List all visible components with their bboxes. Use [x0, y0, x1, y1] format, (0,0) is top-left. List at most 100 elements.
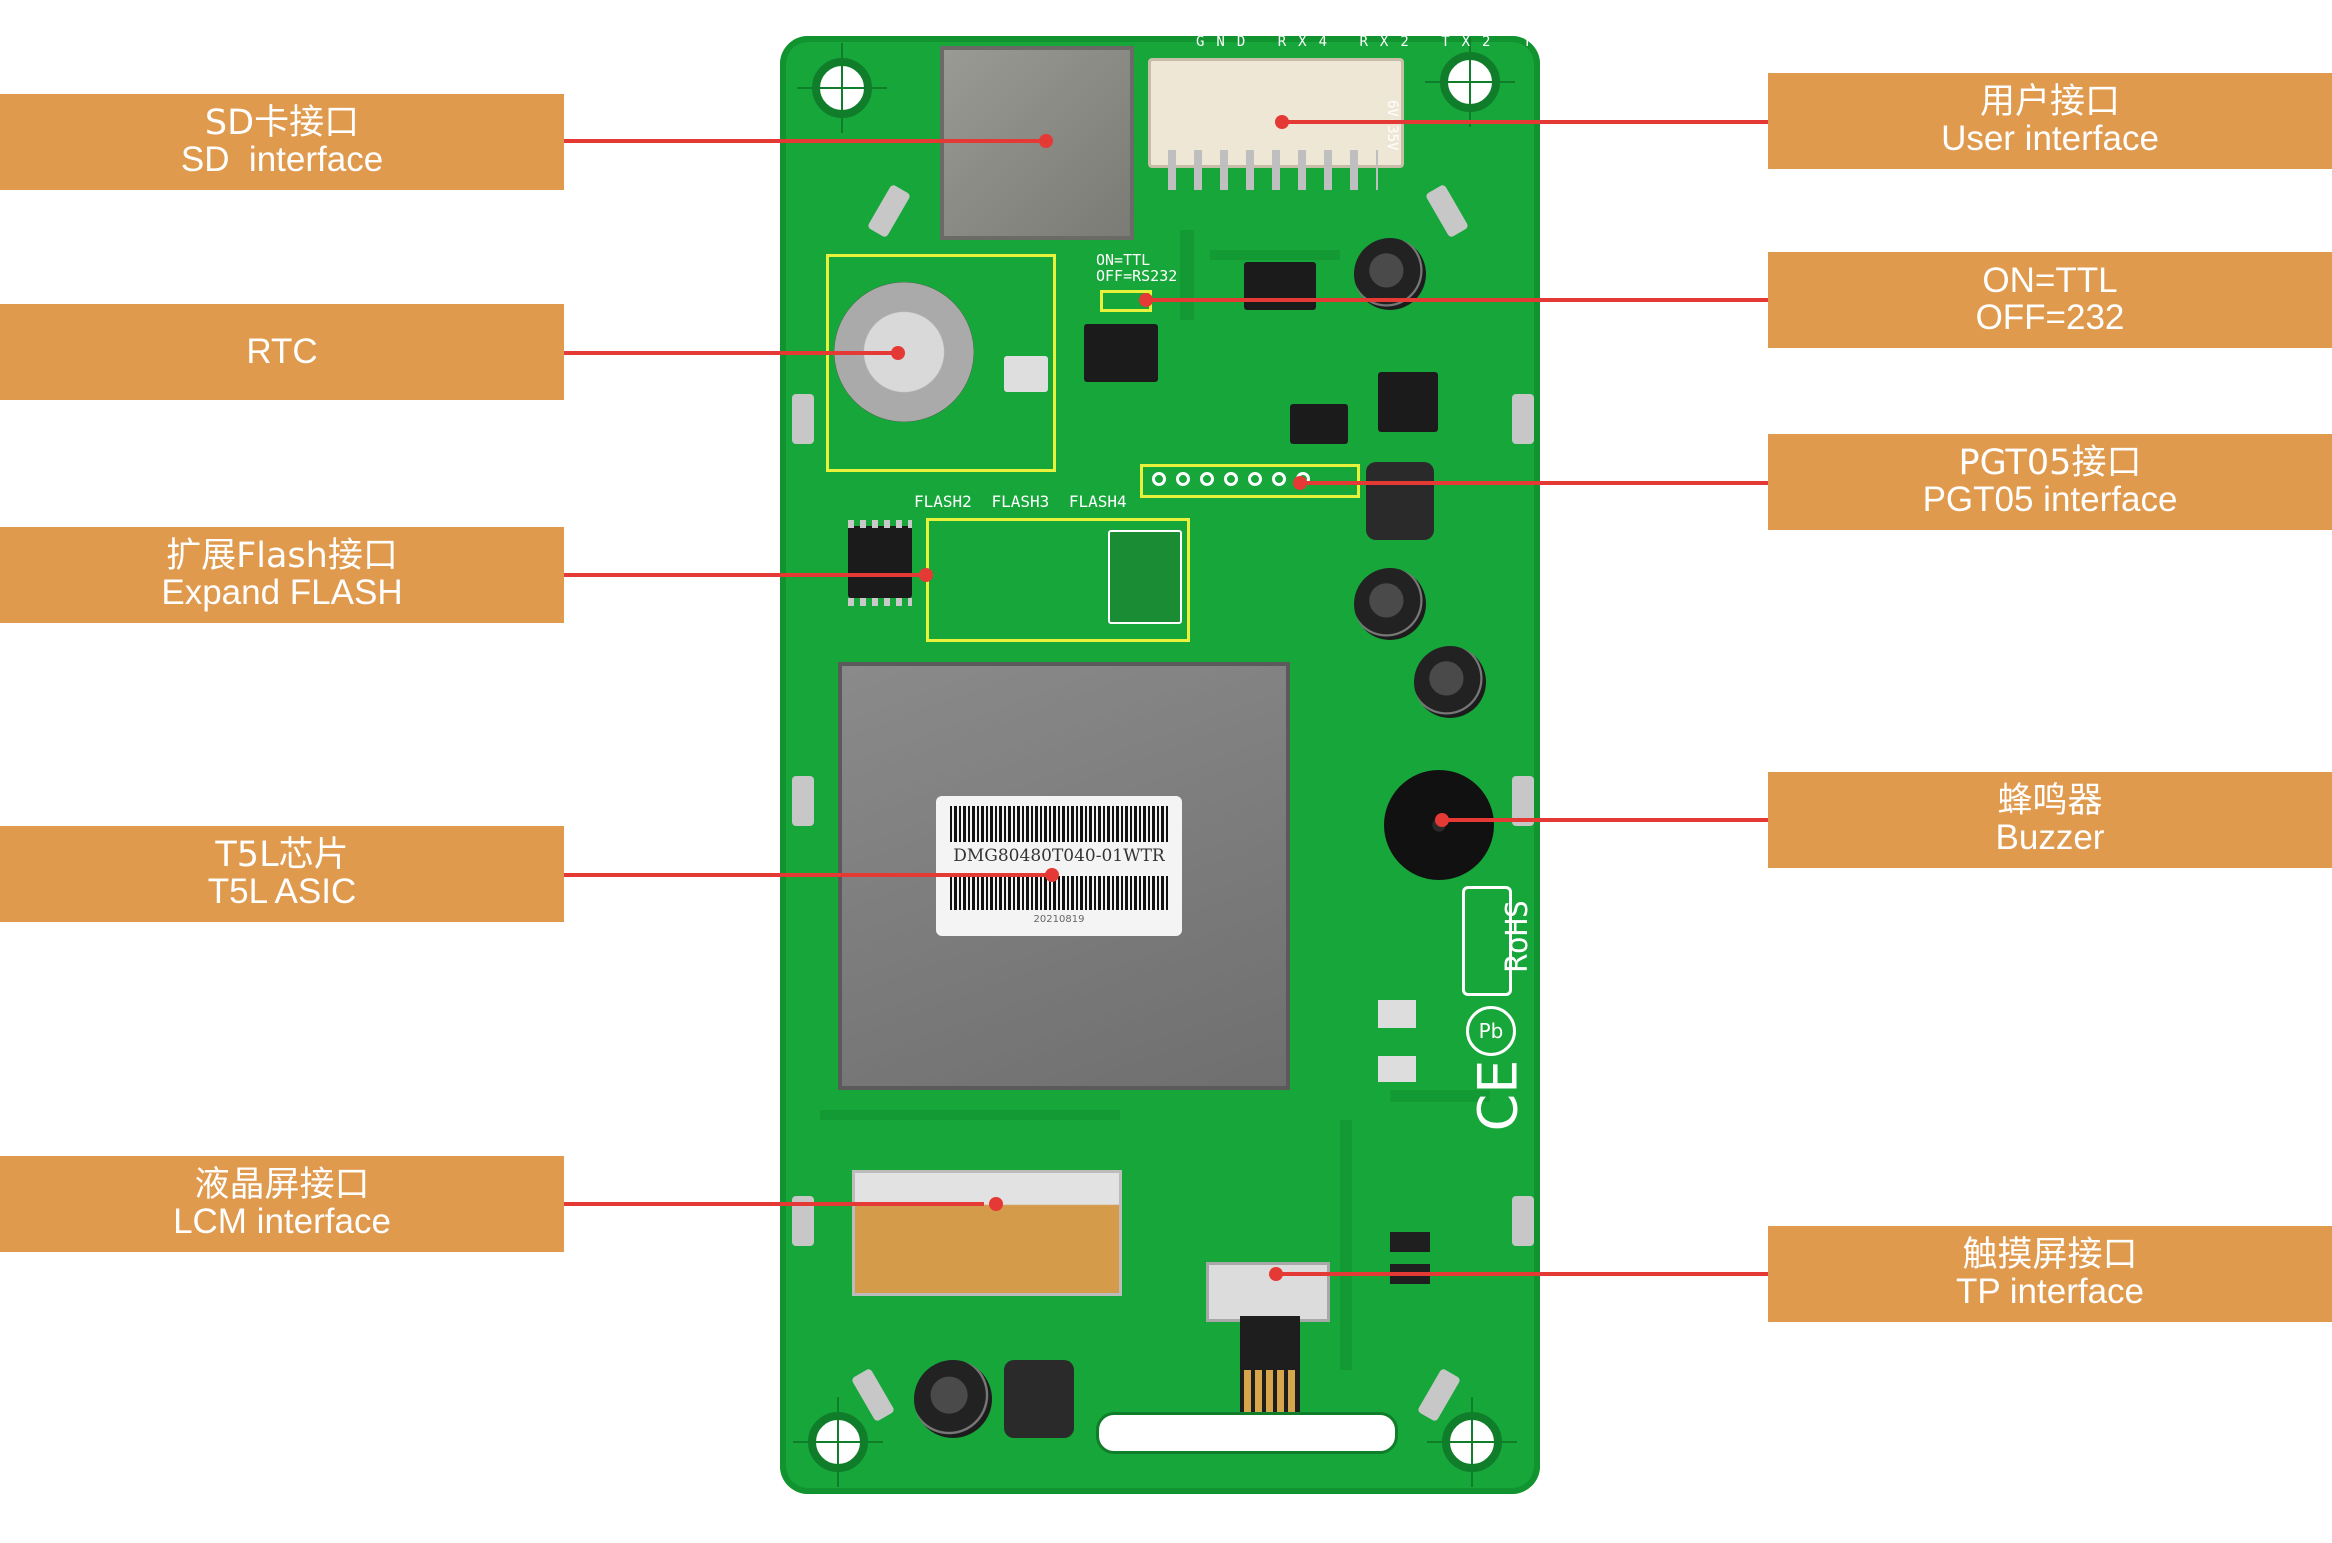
leader-dot [1293, 476, 1307, 490]
rtc-highlight-box [826, 254, 1056, 472]
ic-chip [1290, 404, 1348, 444]
leader-dot [891, 346, 905, 360]
tp-cable-contacts [1244, 1370, 1296, 1414]
label-en: User interface [1941, 119, 2159, 158]
label-tp-interface: 触摸屏接口 TP interface [1768, 1226, 2332, 1322]
barcode-top [950, 806, 1168, 842]
pcb-trace [1390, 1090, 1490, 1102]
label-t5l-asic: T5L芯片 T5L ASIC [0, 826, 564, 922]
leader-user [1282, 120, 1768, 124]
label-en: Buzzer [1995, 818, 2105, 857]
clip-tab [792, 394, 814, 444]
leader-ttl [1146, 298, 1768, 302]
label-expand-flash: 扩展Flash接口 Expand FLASH [0, 527, 564, 623]
capacitor [1354, 568, 1426, 640]
chip-model-text: DMG80480T040-01WTR [953, 846, 1165, 866]
leader-dot [1269, 1267, 1283, 1281]
smd-part [1390, 1232, 1430, 1252]
smd-part [1378, 1056, 1416, 1082]
mounting-hole [1440, 52, 1500, 112]
ic-chip [1244, 262, 1316, 310]
leader-pgt05 [1300, 481, 1768, 485]
board-slot [1096, 1412, 1398, 1454]
label-en: LCM interface [173, 1202, 391, 1241]
capacitor [914, 1360, 992, 1438]
capacitor [1414, 646, 1486, 718]
barcode-bottom [950, 876, 1168, 910]
clip-tab [792, 1196, 814, 1246]
clip-tab [1512, 394, 1534, 444]
mounting-hole [812, 58, 872, 118]
clip-tab [792, 776, 814, 826]
ic-chip [848, 526, 912, 598]
label-lcm-interface: 液晶屏接口 LCM interface [0, 1156, 564, 1252]
inductor [1004, 1360, 1074, 1438]
flash-chip-site [1108, 530, 1182, 624]
ic-chip [1378, 372, 1438, 432]
label-zh: PGT05接口 [1958, 443, 2142, 484]
crystal [1004, 356, 1048, 392]
pcb-trace [1210, 250, 1340, 260]
leader-dot [1139, 293, 1153, 307]
leader-lcm [564, 1202, 984, 1206]
user-pin-silk: GND RX4 RX2 TX2 TX4 +5V [1196, 34, 1666, 50]
label-en: Expand FLASH [161, 573, 403, 612]
label-en: TP interface [1955, 1272, 2145, 1311]
ic-pins [848, 598, 912, 606]
mounting-hole [808, 1412, 868, 1472]
label-ttl-switch: ON=TTL OFF=232 [1768, 252, 2332, 348]
flash-silk: FLASH2 FLASH3 FLASH4 [914, 492, 1127, 511]
pcb-trace [1340, 1120, 1352, 1370]
sd-card-slot [940, 46, 1134, 240]
tp-connector [1206, 1262, 1330, 1322]
label-buzzer: 蜂鸣器 Buzzer [1768, 772, 2332, 868]
leader-asic [564, 873, 1052, 877]
leader-dot [919, 568, 933, 582]
inductor [1366, 462, 1434, 540]
leader-dot [1275, 115, 1289, 129]
leader-buzzer [1442, 818, 1768, 822]
ce-mark: CE [1466, 1059, 1530, 1132]
label-line2: OFF=232 [1975, 298, 2125, 337]
label-en: T5L ASIC [207, 872, 357, 911]
leader-flash [564, 573, 926, 577]
user-connector [1148, 58, 1404, 168]
leader-dot [989, 1197, 1003, 1211]
label-en: SD interface [180, 140, 384, 179]
label-line1: ON=TTL [1982, 261, 2118, 301]
chip-date-text: 20210819 [1033, 914, 1085, 925]
ic-pins [848, 520, 912, 528]
lcm-fpc-connector [852, 1170, 1122, 1296]
user-connector-pins [1168, 150, 1378, 190]
label-zh: 触摸屏接口 [1962, 1235, 2138, 1276]
chip-sticker: DMG80480T040-01WTR 20210819 [936, 796, 1182, 936]
clip-tab [1512, 776, 1534, 826]
label-zh: 液晶屏接口 [194, 1165, 370, 1206]
mounting-hole [1442, 1412, 1502, 1472]
clip-tab [1512, 1196, 1534, 1246]
label-rtc: RTC [0, 304, 564, 400]
leader-sd [564, 139, 1046, 143]
label-zh: T5L芯片 [215, 835, 349, 876]
pcb-trace [820, 1110, 1120, 1120]
label-zh: 用户接口 [1979, 82, 2120, 123]
leader-rtc [564, 351, 898, 355]
leader-dot [1435, 813, 1449, 827]
label-user-interface: 用户接口 User interface [1768, 73, 2332, 169]
label-zh: 蜂鸣器 [1997, 781, 2103, 822]
label-sd-interface: SD卡接口 SD interface [0, 94, 564, 190]
label-zh: SD卡接口 [204, 103, 360, 144]
pgt05-header-pins [1152, 472, 1310, 486]
ic-chip [1084, 324, 1158, 382]
leader-dot [1039, 134, 1053, 148]
label-en: RTC [246, 331, 318, 371]
rohs-text: RoHS [1500, 900, 1535, 973]
leader-tp [1276, 1272, 1768, 1276]
pb-free-mark: Pb [1466, 1006, 1516, 1056]
rohs-mark [1462, 886, 1512, 996]
label-pgt05-interface: PGT05接口 PGT05 interface [1768, 434, 2332, 530]
switch-silk: ON=TTL OFF=RS232 [1096, 251, 1178, 285]
pcb-trace [1180, 230, 1194, 320]
label-zh: 扩展Flash接口 [166, 536, 398, 577]
